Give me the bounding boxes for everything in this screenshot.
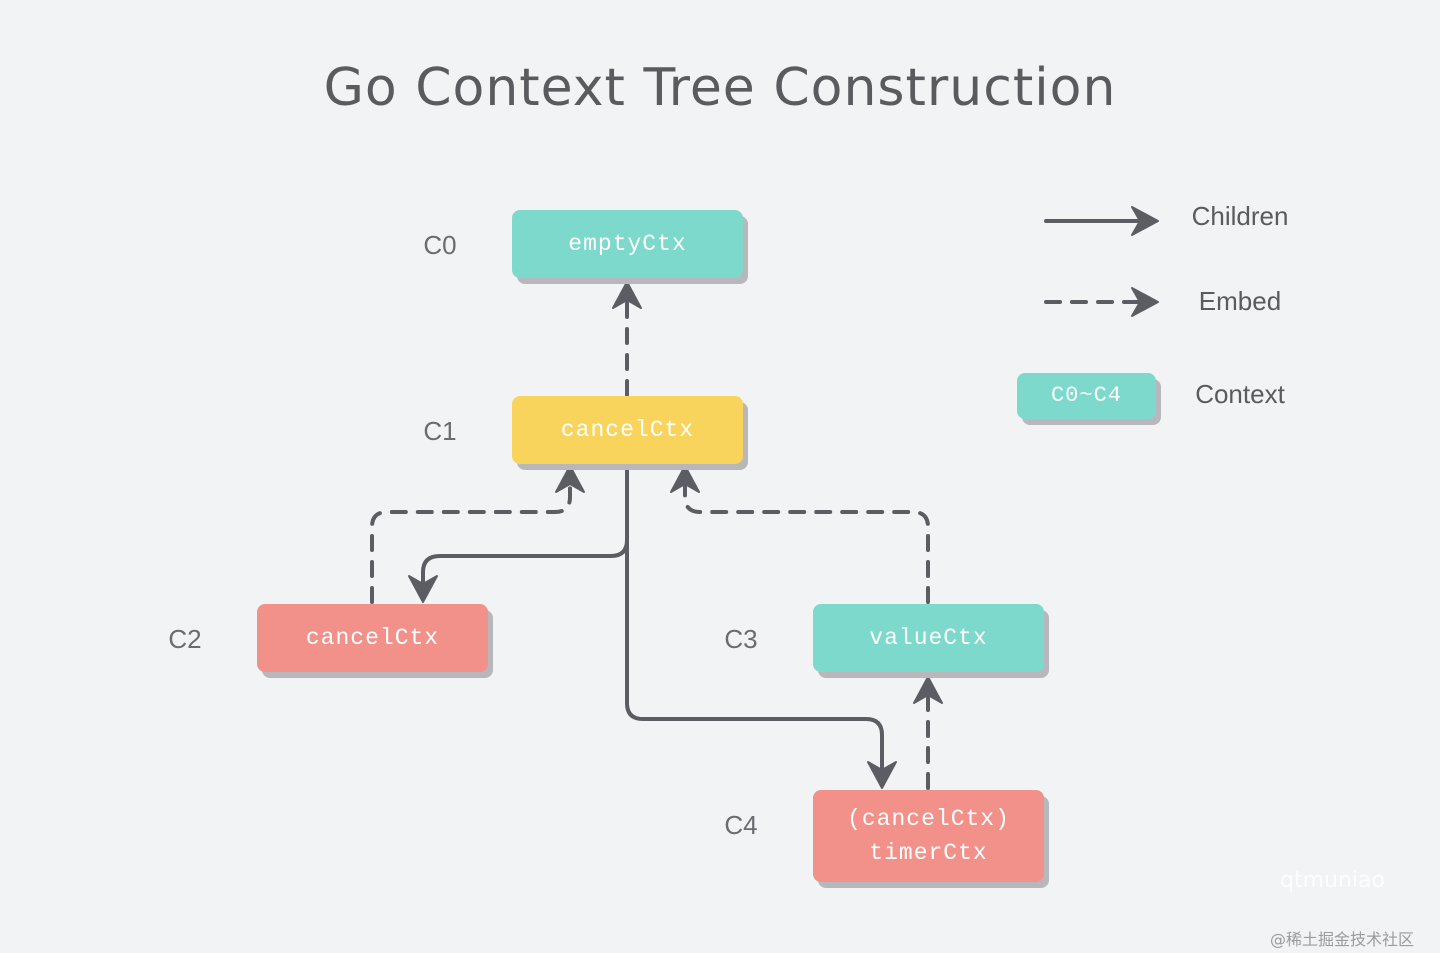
node-c2-type: cancelCtx	[305, 625, 440, 651]
arrowhead-c4	[867, 761, 897, 789]
node-c3: valueCtx	[813, 604, 1044, 672]
node-c0-type: emptyCtx	[568, 231, 687, 257]
arrowhead-c3	[913, 676, 943, 704]
node-c4-type-line2: timerCtx	[869, 840, 988, 866]
node-c3-type: valueCtx	[869, 625, 988, 651]
legend-context-label: Context	[1195, 379, 1285, 409]
label-c2: C2	[168, 624, 202, 654]
watermark: qtmuniao	[1280, 868, 1385, 893]
node-c4-type-line1: (cancelCtx)	[847, 806, 1010, 832]
children-edge-c1-c4	[625, 464, 884, 777]
label-c1: C1	[423, 416, 457, 446]
legend-children-label: Children	[1191, 201, 1289, 231]
node-c2: cancelCtx	[257, 604, 488, 672]
node-c1-type: cancelCtx	[560, 417, 695, 443]
node-c4: (cancelCtx) timerCtx	[813, 790, 1044, 882]
label-c3: C3	[724, 624, 758, 654]
legend-context-box-text: C0~C4	[1050, 383, 1122, 408]
legend-context-box: C0~C4	[1017, 373, 1156, 419]
arrowhead-c1-right	[670, 465, 700, 493]
footer-credit: @稀土掘金技术社区	[1270, 930, 1415, 949]
label-c4: C4	[724, 810, 758, 840]
embed-edge-c3-c1	[683, 476, 930, 604]
legend-children-arrowhead	[1131, 206, 1159, 236]
legend-embed-arrowhead	[1131, 287, 1159, 317]
arrowhead-c2	[408, 575, 438, 603]
arrowhead-c0	[612, 281, 642, 309]
children-edge-c1-c2	[421, 464, 629, 592]
node-c0: emptyCtx	[512, 210, 743, 278]
legend-embed-label: Embed	[1198, 286, 1282, 316]
embed-edge-c2-c1	[370, 476, 572, 604]
page-title: Go Context Tree Construction	[323, 58, 1117, 118]
node-c1: cancelCtx	[512, 396, 743, 464]
arrowhead-c1-left	[555, 465, 585, 493]
label-c0: C0	[423, 230, 457, 260]
